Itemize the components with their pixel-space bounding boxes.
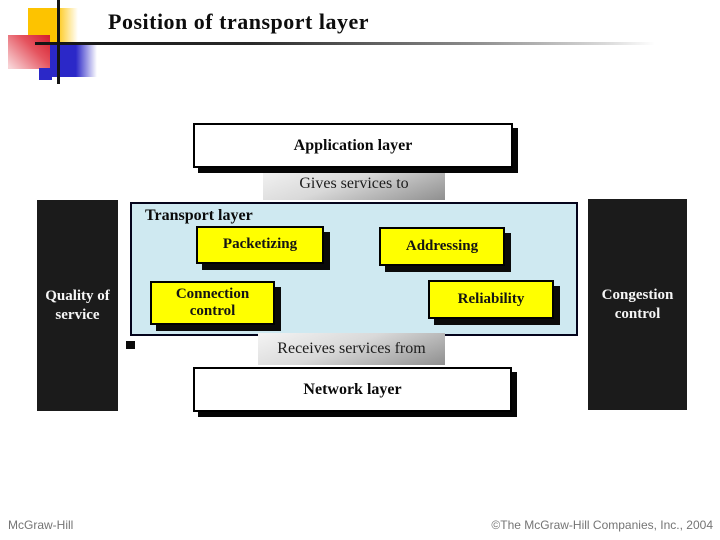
reliability-box: Reliability xyxy=(428,280,554,319)
deco-red-square xyxy=(8,35,50,69)
footer-copyright: ©The McGraw-Hill Companies, Inc., 2004 xyxy=(491,518,713,532)
deco-vertical-line xyxy=(57,0,60,84)
quality-of-service-label: Quality of service xyxy=(45,287,110,323)
reliability-label: Reliability xyxy=(457,290,525,307)
quality-of-service-box: Quality of service xyxy=(37,200,118,411)
receives-services-connector: Receives services from xyxy=(258,333,445,365)
footer-publisher: McGraw-Hill xyxy=(8,518,74,532)
packetizing-label: Packetizing xyxy=(222,236,298,253)
gives-services-label: Gives services to xyxy=(299,175,409,192)
connection-control-box: Connection control xyxy=(150,281,275,325)
transport-shadow-notch xyxy=(126,341,135,349)
application-layer-box: Application layer xyxy=(193,123,513,168)
page-title: Position of transport layer xyxy=(108,9,369,34)
receives-services-label: Receives services from xyxy=(277,340,426,357)
connection-control-label: Connection control xyxy=(175,285,250,319)
addressing-box: Addressing xyxy=(379,227,505,266)
application-layer-label: Application layer xyxy=(293,136,413,154)
congestion-control-box: Congestion control xyxy=(588,199,687,410)
network-layer-box: Network layer xyxy=(193,367,512,412)
transport-layer-label: Transport layer xyxy=(145,207,253,224)
congestion-control-label: Congestion control xyxy=(601,286,674,322)
deco-blue-tab xyxy=(39,68,52,80)
network-layer-label: Network layer xyxy=(303,380,402,398)
title-underline-rule xyxy=(35,42,655,45)
packetizing-box: Packetizing xyxy=(196,226,324,264)
gives-services-connector: Gives services to xyxy=(263,168,445,200)
addressing-label: Addressing xyxy=(405,237,479,254)
